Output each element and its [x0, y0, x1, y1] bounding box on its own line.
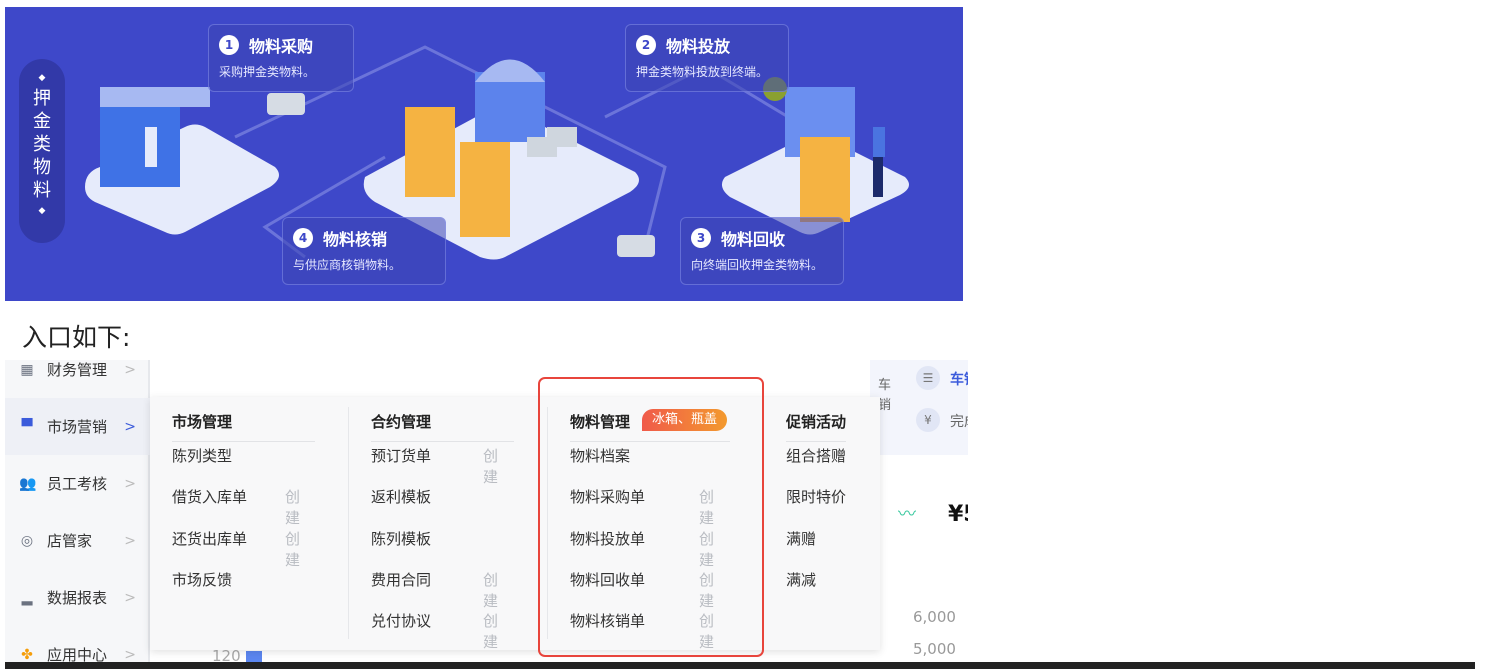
- sidebar-item-label: 应用中心: [47, 646, 108, 662]
- menu-item[interactable]: 市场反馈: [172, 571, 233, 589]
- marketing-dropdown-panel: 市场管理陈列类型借货入库单创建还货出库单创建市场反馈合约管理预订货单创建返利模板…: [150, 397, 880, 651]
- create-link[interactable]: 创建: [285, 488, 301, 527]
- create-link[interactable]: 创建: [699, 530, 715, 569]
- bottom-bar: [5, 662, 1475, 669]
- chevron-right-icon: >: [124, 361, 136, 378]
- highlight-box: [538, 377, 764, 657]
- background-header-panel: 车销 ☰ ¥ 车销 完成: [870, 360, 968, 455]
- create-link[interactable]: 创建: [699, 571, 715, 610]
- sidebar-item-label: 市场营销: [47, 418, 108, 436]
- axis-tick: 6,000: [913, 608, 956, 626]
- column-header: 市场管理: [172, 413, 233, 431]
- document-icon: ☰: [916, 366, 940, 390]
- chevron-right-icon: >: [124, 589, 136, 606]
- menu-item[interactable]: 陈列模板: [371, 530, 432, 548]
- bar-mark: [246, 651, 262, 662]
- sidebar: ▦ 财务管理 > ▀ 市场营销 > 👥 员工考核 > ◎ 店管家 > ▂ 数据报表 > ✤ 应用中心 >: [5, 360, 150, 662]
- sidebar-item-0[interactable]: ▦ 财务管理 >: [5, 360, 150, 398]
- create-link[interactable]: 创建: [483, 612, 499, 651]
- column-header: 促销活动: [786, 413, 847, 431]
- menu-item[interactable]: 物料回收单: [570, 571, 646, 589]
- menu-item[interactable]: 费用合同: [371, 571, 432, 589]
- sidebar-item-label: 数据报表: [47, 589, 108, 607]
- sidebar-item-3[interactable]: ◎ 店管家 >: [5, 512, 150, 569]
- complete-label: 完成: [950, 414, 968, 430]
- chevron-right-icon: >: [124, 418, 136, 435]
- column-header: 物料管理: [570, 413, 631, 431]
- category-badge: 冰箱、瓶盖: [642, 409, 728, 431]
- banner-side-title: ◆ 押金类物料 ◆: [19, 59, 65, 243]
- sidebar-item-label: 店管家: [47, 532, 93, 550]
- menu-item[interactable]: 物料档案: [570, 447, 631, 465]
- sidebar-item-5[interactable]: ✤ 应用中心 >: [5, 626, 150, 662]
- header-divider: [570, 441, 730, 442]
- menu-item[interactable]: 物料核销单: [570, 612, 646, 630]
- sidebar-item-label: 财务管理: [47, 361, 108, 379]
- apps-icon: ✤: [21, 646, 33, 663]
- sidebar-item-1[interactable]: ▀ 市场营销 >: [5, 398, 150, 455]
- chevron-right-icon: >: [124, 475, 136, 492]
- menu-item[interactable]: 借货入库单: [172, 488, 248, 506]
- users-icon: 👥: [19, 475, 37, 492]
- section-heading: 入口如下:: [22, 323, 131, 352]
- menu-item[interactable]: 物料采购单: [570, 488, 646, 506]
- bar-chart-icon: ▂: [21, 589, 33, 606]
- menu-item[interactable]: 陈列类型: [172, 447, 233, 465]
- shop-assistant-icon: ◎: [20, 532, 34, 549]
- column-divider: [547, 407, 548, 639]
- menu-item[interactable]: 返利模板: [371, 488, 432, 506]
- column-divider: [348, 407, 349, 639]
- menu-item[interactable]: 兑付协议: [371, 612, 432, 630]
- chevron-right-icon: >: [124, 646, 136, 663]
- menu-item[interactable]: 组合搭赠: [786, 447, 847, 465]
- create-link[interactable]: 创建: [483, 571, 499, 610]
- bar-label: 120: [212, 647, 241, 662]
- menu-item[interactable]: 满减: [786, 571, 817, 589]
- menu-item[interactable]: 还货出库单: [172, 530, 248, 548]
- sidebar-item-4[interactable]: ▂ 数据报表 >: [5, 569, 150, 626]
- amount-value: ¥5: [948, 502, 968, 527]
- create-link[interactable]: 创建: [483, 447, 499, 486]
- banner-illustration: [85, 45, 909, 260]
- sidebar-item-label: 员工考核: [47, 475, 108, 493]
- header-divider: [371, 441, 514, 442]
- axis-tick: 5,000: [913, 640, 956, 658]
- van-icon: [617, 235, 655, 257]
- sidebar-item-2[interactable]: 👥 员工考核 >: [5, 455, 150, 512]
- menu-item[interactable]: 预订货单: [371, 447, 432, 465]
- create-link[interactable]: 创建: [699, 488, 715, 527]
- menu-item[interactable]: 物料投放单: [570, 530, 646, 548]
- calculator-icon: ▦: [20, 361, 34, 378]
- vertical-tab[interactable]: 车销: [878, 378, 892, 413]
- yen-icon: ¥: [916, 408, 940, 432]
- car-sales-link[interactable]: 车销: [950, 372, 968, 388]
- menu-screenshot: 车销 ☰ ¥ 车销 完成 〰 ¥5 6,000 5,000 120 ▦ 财务管理 >…: [5, 360, 968, 662]
- store-icon: ▀: [21, 418, 33, 435]
- header-divider: [786, 441, 846, 442]
- column-header: 合约管理: [371, 413, 432, 431]
- menu-item[interactable]: 满赠: [786, 530, 817, 548]
- create-link[interactable]: 创建: [699, 612, 715, 651]
- trend-line-icon: 〰: [898, 504, 916, 525]
- menu-item[interactable]: 限时特价: [786, 488, 847, 506]
- van-icon: [267, 93, 305, 115]
- create-link[interactable]: 创建: [285, 530, 301, 569]
- header-divider: [172, 441, 315, 442]
- chevron-right-icon: >: [124, 532, 136, 549]
